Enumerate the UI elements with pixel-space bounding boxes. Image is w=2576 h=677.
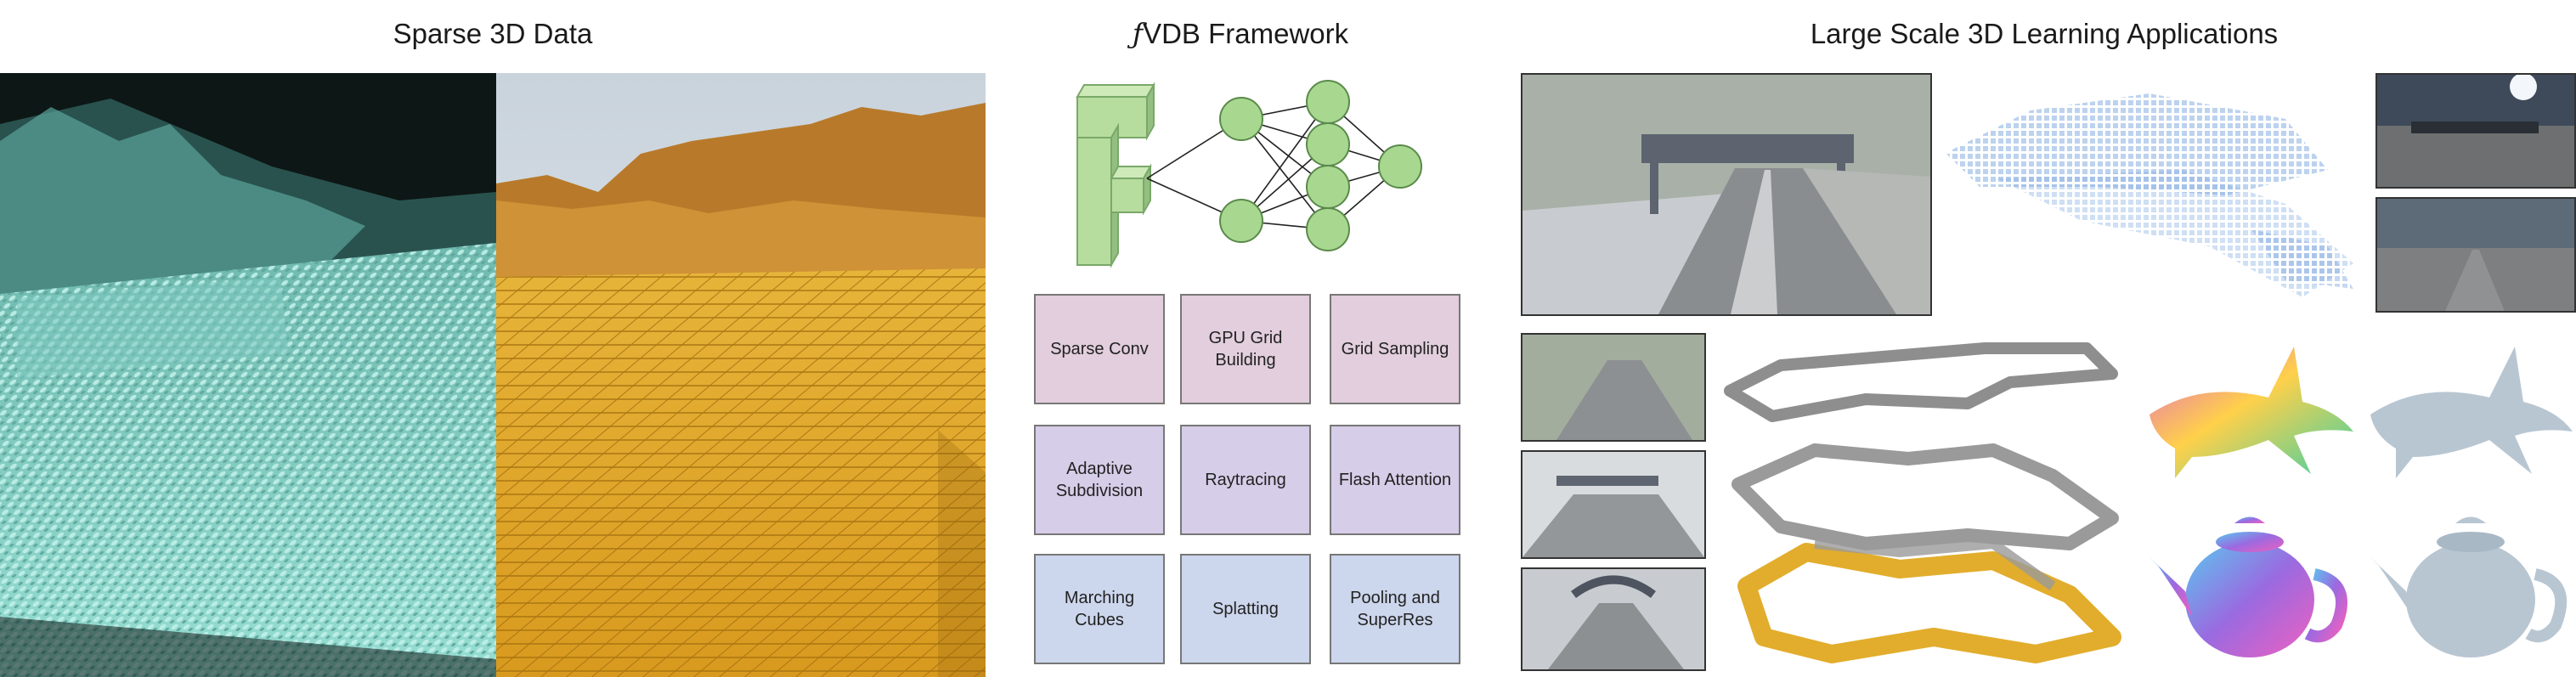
shark-gray [2362, 330, 2576, 491]
road-thumbnail-2 [1521, 450, 1706, 559]
network-node [1306, 165, 1350, 209]
track-reconstructions [1713, 331, 2129, 677]
voxel-render [496, 73, 986, 677]
network-node [1306, 207, 1350, 251]
fvdb-title: VDB Framework [1143, 18, 1349, 49]
network-node [1378, 144, 1422, 189]
road-reconstruction-render [1521, 73, 1932, 316]
network-node [1306, 80, 1350, 124]
feature-pooling-and-superres: Pooling and SuperRes [1330, 554, 1460, 664]
feature-grid-sampling: Grid Sampling [1330, 294, 1460, 404]
heading-sparse-3d-data: Sparse 3D Data [393, 18, 593, 49]
feature-grid: Sparse Conv GPU Grid Building Grid Sampl… [1034, 294, 1466, 668]
road-thumbnail-3 [1521, 567, 1706, 671]
network-node [1219, 97, 1263, 141]
network-node [1306, 122, 1350, 166]
heading-fvdb-framework: ƒVDB Framework [986, 10, 1495, 58]
feature-sparse-conv: Sparse Conv [1034, 294, 1165, 404]
f-voxel-logo [1076, 82, 1155, 268]
fvdb-prefix: ƒ [1132, 17, 1144, 50]
fvdb-network-diagram [1054, 66, 1427, 275]
camera-image-top [2375, 73, 2576, 189]
heading-applications: Large Scale 3D Learning Applications [1810, 18, 2279, 49]
feature-adaptive-subdivision: Adaptive Subdivision [1034, 425, 1165, 535]
point-cloud-render [0, 73, 496, 677]
feature-gpu-grid-building: GPU Grid Building [1180, 294, 1311, 404]
feature-splatting: Splatting [1180, 554, 1311, 664]
network-node [1219, 199, 1263, 243]
lidar-voxel-cloud [1929, 76, 2370, 323]
camera-image-bottom [2375, 197, 2576, 313]
shark-colored [2141, 330, 2359, 491]
teapot-colored [2141, 506, 2359, 677]
feature-flash-attention: Flash Attention [1330, 425, 1460, 535]
teapot-gray [2362, 506, 2576, 677]
feature-raytracing: Raytracing [1180, 425, 1311, 535]
feature-marching-cubes: Marching Cubes [1034, 554, 1165, 664]
road-thumbnail-1 [1521, 333, 1706, 442]
